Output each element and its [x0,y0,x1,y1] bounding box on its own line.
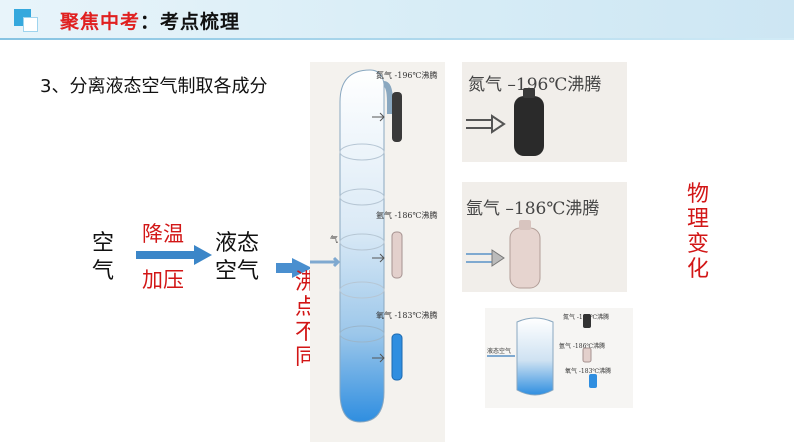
column-plate [339,143,385,161]
change-type-text: 物 理 变 化 [686,182,710,282]
overview-oxygen-bottle-icon [589,374,597,388]
column-body [339,69,385,423]
change-type-char: 化 [686,257,709,282]
argon-illustration [466,220,541,289]
output-liquid-air-line2: 空气 [215,259,260,284]
column-figure: 氮气 -196℃沸腾 氩气 -186℃沸腾 氧气 -183℃沸腾 气 [310,62,445,442]
overview-illustration [487,314,597,396]
nitrogen-figure: 氮气 –196℃沸腾 [462,62,627,162]
header-title-separator: ： [140,11,161,33]
argon-bottle-cap-icon [519,220,531,230]
nitrogen-flow-lines [466,119,492,129]
inlet-pipe-icon [310,256,341,268]
overview-nitrogen-label: 氮气 -196℃沸腾 [563,314,610,321]
argon-boiling-label: 氩气 –186℃沸腾 [466,199,600,219]
step-cooling-label: 降温 [142,222,184,246]
header-title: 聚焦中考：考点梳理 [60,7,240,34]
column-nitrogen-label: 氮气 -196℃沸腾 [376,71,438,80]
column-plate [339,281,385,299]
column-plate [339,325,385,343]
column-top-pipe [383,81,393,114]
nitrogen-bottle-cap-icon [523,88,535,98]
inlet-arrow-shaft [276,263,294,273]
column-plate [339,233,385,251]
overview-nitrogen-bottle-icon [583,314,591,328]
overview-figure: 氮气 -196℃沸腾 氩气 -186℃沸腾 氧气 -183℃沸腾 液态空气 [485,308,633,408]
change-type-char: 变 [686,232,709,257]
outlet-arrow-icon [372,253,385,263]
step-pressurize-label: 加压 [142,268,184,292]
input-air-line2: 气 [92,259,115,284]
argon-flow-lines [466,253,492,263]
overview-inlet-label: 液态空气 [487,348,512,355]
nitrogen-bottle-icon [514,96,544,156]
column-plate [339,188,385,206]
argon-figure: 氩气 –186℃沸腾 [462,182,627,292]
logo-square-outline-icon [23,17,38,32]
inlet-arrow-icon [292,258,312,278]
oxygen-bottle-icon [391,333,403,381]
nitrogen-illustration [466,88,544,156]
column-illustration [310,69,403,423]
outlet-arrow-icon [372,353,385,363]
nitrogen-bottle-icon [392,92,402,142]
overview-column-body [516,317,554,396]
change-type-char: 理 [686,207,709,232]
process-arrow-head [194,245,212,265]
column-argon-label: 氩气 -186℃沸腾 [376,211,438,220]
change-type-char: 物 [686,182,709,207]
column-oxygen-label: 氧气 -183℃沸腾 [376,311,438,320]
section-subtitle: 3、分离液态空气制取各成分 [40,76,268,97]
nitrogen-arrow-icon [491,114,506,134]
input-air-line1: 空 [92,231,115,256]
outlet-arrow-icon [372,112,385,122]
argon-arrow-icon [491,249,505,267]
overview-argon-label: 氩气 -186℃沸腾 [559,343,606,350]
argon-bottle-icon [509,227,541,289]
overview-oxygen-label: 氧气 -183℃沸腾 [565,368,612,375]
header-title-red: 聚焦中考 [60,11,141,33]
output-liquid-air-line1: 液态 [215,231,260,256]
argon-bottle-icon [391,231,403,279]
nitrogen-boiling-label: 氮气 –196℃沸腾 [468,75,602,95]
header-title-black: 考点梳理 [160,11,241,33]
header-bar: 聚焦中考：考点梳理 [0,0,794,40]
overview-argon-bottle-icon [582,347,592,363]
process-arrow [136,245,212,265]
process-arrow-shaft [136,251,196,259]
column-inlet-label: 气 [330,235,338,244]
